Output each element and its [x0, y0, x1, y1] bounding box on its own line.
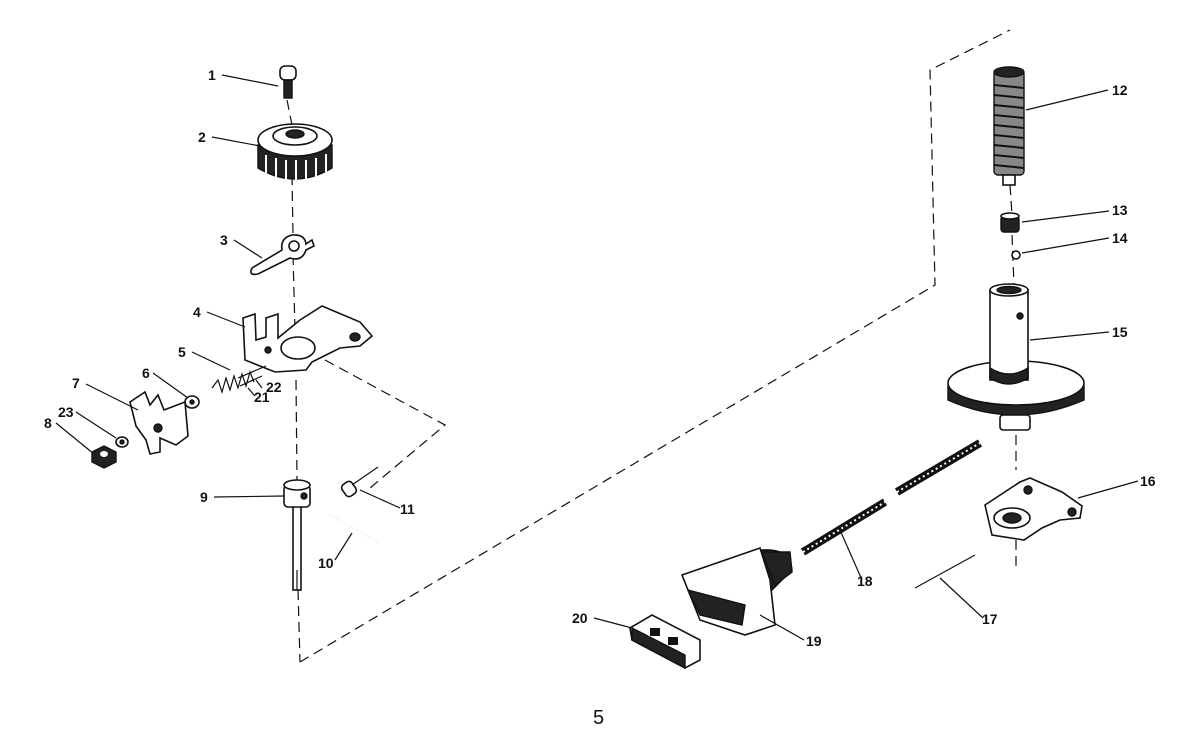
callout-23: 23 [58, 404, 74, 420]
callout-16: 16 [1140, 473, 1156, 489]
part-5-spring [211, 370, 255, 395]
callout-21: 21 [254, 389, 270, 405]
callout-14: 14 [1112, 230, 1128, 246]
callout-8: 8 [44, 415, 52, 431]
part-11-screw [340, 466, 379, 498]
callout-13: 13 [1112, 202, 1128, 218]
part-10-pin [329, 514, 379, 543]
part-23-washer [115, 436, 129, 448]
callout-12: 12 [1112, 82, 1128, 98]
callout-11: 11 [400, 501, 415, 517]
part-19-t-handle [680, 546, 793, 636]
part-6-washer [184, 395, 200, 409]
part-7-lever-plate [129, 390, 189, 455]
part-1-screw [279, 65, 297, 99]
callout-5: 5 [178, 344, 186, 360]
callout-15: 15 [1112, 324, 1128, 340]
callout-20: 20 [572, 610, 588, 626]
part-8-nut [91, 445, 117, 469]
part-17-rod [914, 554, 976, 589]
callout-17: 17 [982, 611, 998, 627]
part-20-block [629, 614, 701, 670]
page-number: 5 [593, 707, 604, 729]
part-2-knurled-knob [257, 123, 333, 182]
callout-6: 6 [142, 365, 150, 381]
callout-labels: 1 2 3 4 5 6 7 8 9 10 11 12 13 14 15 16 1… [44, 67, 1156, 649]
callout-22: 22 [266, 379, 282, 395]
part-16-lower-bracket [984, 477, 1083, 541]
part-14-ball [1011, 250, 1021, 260]
part-18-belt [800, 439, 983, 556]
assembly-dashed-lines [286, 29, 1017, 663]
part-12-threaded-sleeve [993, 66, 1025, 186]
callout-9: 9 [200, 489, 208, 505]
part-9-shaft [283, 479, 311, 591]
part-3-keyhole-washer [250, 234, 315, 276]
part-4-bracket [242, 305, 374, 373]
callout-4: 4 [193, 304, 201, 320]
part-13-collar [1000, 212, 1020, 233]
callout-3: 3 [220, 232, 228, 248]
callout-2: 2 [198, 129, 206, 145]
callout-1: 1 [208, 67, 216, 83]
callout-18: 18 [857, 573, 873, 589]
part-15-pulley [947, 283, 1085, 431]
callout-10: 10 [318, 555, 334, 571]
callout-leaders [55, 74, 1139, 641]
callout-19: 19 [806, 633, 822, 649]
callout-7: 7 [72, 375, 80, 391]
part-21-22-pins [237, 365, 267, 387]
